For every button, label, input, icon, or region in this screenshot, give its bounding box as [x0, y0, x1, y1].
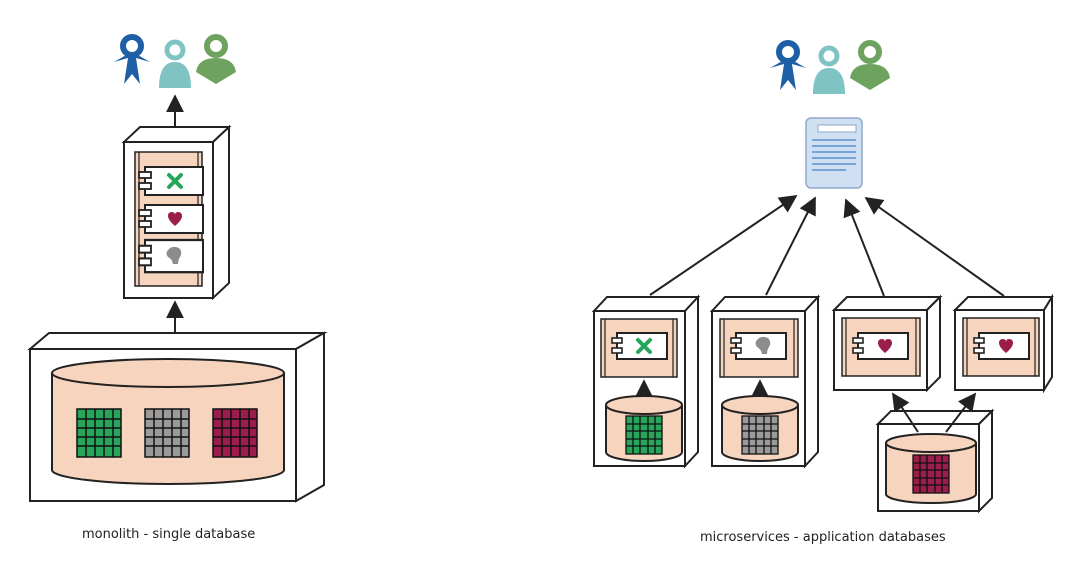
shared-db-to-service3-arrow — [892, 392, 919, 433]
shared-database-server — [875, 408, 995, 514]
service3-arrow — [843, 198, 885, 297]
monolith-app-server — [121, 124, 232, 301]
service-1 — [591, 294, 701, 469]
component-blob — [137, 238, 205, 274]
service1-arrow — [649, 194, 798, 296]
green-table-icon — [76, 408, 122, 458]
service4-arrow — [864, 196, 1005, 297]
component-heart — [138, 204, 204, 234]
service2-arrow — [765, 196, 816, 296]
web-page-icon — [805, 117, 863, 189]
service-4 — [952, 293, 1054, 394]
red-table-icon — [212, 408, 258, 458]
service-2 — [709, 294, 821, 469]
gray-table-icon — [741, 415, 779, 455]
user-blue-icon — [770, 43, 806, 90]
red-table-icon — [912, 454, 950, 494]
microservices-users — [770, 43, 890, 94]
service-3 — [831, 294, 943, 393]
user-green-icon — [196, 37, 236, 84]
user-teal-icon — [159, 42, 191, 88]
user-blue-icon — [114, 37, 150, 84]
shared-db-to-service4-arrow — [945, 392, 977, 433]
monolith-database-server — [27, 331, 328, 503]
component-x — [138, 166, 204, 196]
gray-table-icon — [144, 408, 190, 458]
monolith-caption: monolith - single database — [82, 527, 256, 542]
green-table-icon — [625, 415, 663, 455]
user-green-icon — [850, 43, 890, 90]
user-teal-icon — [813, 48, 845, 94]
monolith-users — [114, 37, 236, 88]
microservices-caption: microservices - application databases — [700, 530, 946, 545]
